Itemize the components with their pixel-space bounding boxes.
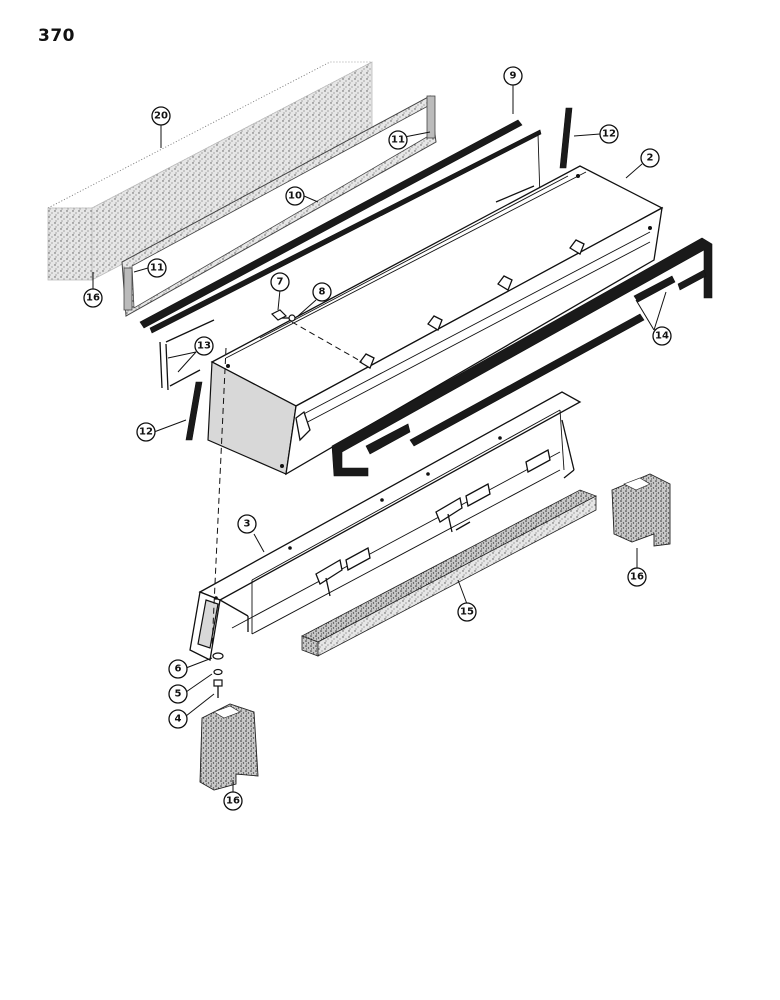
- callout-label: 12: [139, 427, 153, 438]
- seal-12-lower: [185, 381, 203, 441]
- seal-13: [159, 319, 215, 391]
- callout-4: 4: [168, 709, 188, 729]
- callout-label: 7: [277, 277, 284, 288]
- callout-11-left: 11: [147, 258, 167, 278]
- filter-element: [47, 61, 373, 281]
- housing: [207, 165, 664, 476]
- callout-label: 6: [175, 664, 182, 675]
- callout-label: 4: [175, 714, 182, 725]
- gasket-frame-14: [331, 237, 713, 477]
- callout-label: 13: [197, 341, 211, 352]
- callout-15: 15: [457, 602, 477, 622]
- callout-16-bottom: 16: [223, 791, 243, 811]
- callout-label: 5: [175, 689, 182, 700]
- callout-label: 16: [226, 796, 240, 807]
- leader-lines: [92, 84, 667, 792]
- callout-label: 9: [510, 71, 517, 82]
- callout-label: 20: [154, 111, 168, 122]
- page-number: 370: [38, 26, 75, 46]
- callout-label: 10: [288, 191, 302, 202]
- callout-3: 3: [237, 514, 257, 534]
- callout-11-top: 11: [388, 130, 408, 150]
- gasket-strip-9: [139, 119, 542, 334]
- callout-10: 10: [285, 186, 305, 206]
- callout-13: 13: [194, 336, 214, 356]
- callout-5: 5: [168, 684, 188, 704]
- hardware-stack: [212, 652, 224, 698]
- filter-frame: [121, 95, 437, 317]
- callout-label: 2: [647, 153, 654, 164]
- callout-label: 16: [630, 572, 644, 583]
- callout-label: 14: [655, 331, 669, 342]
- callout-7: 7: [270, 272, 290, 292]
- callout-20: 20: [151, 106, 171, 126]
- foam-block-16-bottom: [199, 703, 259, 791]
- bolt-7-nut-8: [270, 309, 296, 322]
- callout-label: 16: [86, 293, 100, 304]
- callout-label: 8: [319, 287, 326, 298]
- callout-12-lower: 12: [136, 422, 156, 442]
- callout-16-right: 16: [627, 567, 647, 587]
- callout-12-upper: 12: [599, 124, 619, 144]
- foam-strip-15: [301, 489, 597, 657]
- callout-label: 12: [602, 129, 616, 140]
- callout-label: 3: [244, 519, 251, 530]
- callout-2: 2: [640, 148, 660, 168]
- seal-12-upper: [559, 107, 573, 169]
- alignment-lines: [211, 321, 363, 649]
- callout-label: 11: [150, 263, 164, 274]
- callout-16-filter: 16: [83, 288, 103, 308]
- mounting-bracket: [189, 391, 582, 661]
- callout-9: 9: [503, 66, 523, 86]
- callout-8: 8: [312, 282, 332, 302]
- callout-label: 11: [391, 135, 405, 146]
- callout-label: 15: [460, 607, 474, 618]
- callout-6: 6: [168, 659, 188, 679]
- callout-14: 14: [652, 326, 672, 346]
- foam-block-16-right: [611, 473, 671, 547]
